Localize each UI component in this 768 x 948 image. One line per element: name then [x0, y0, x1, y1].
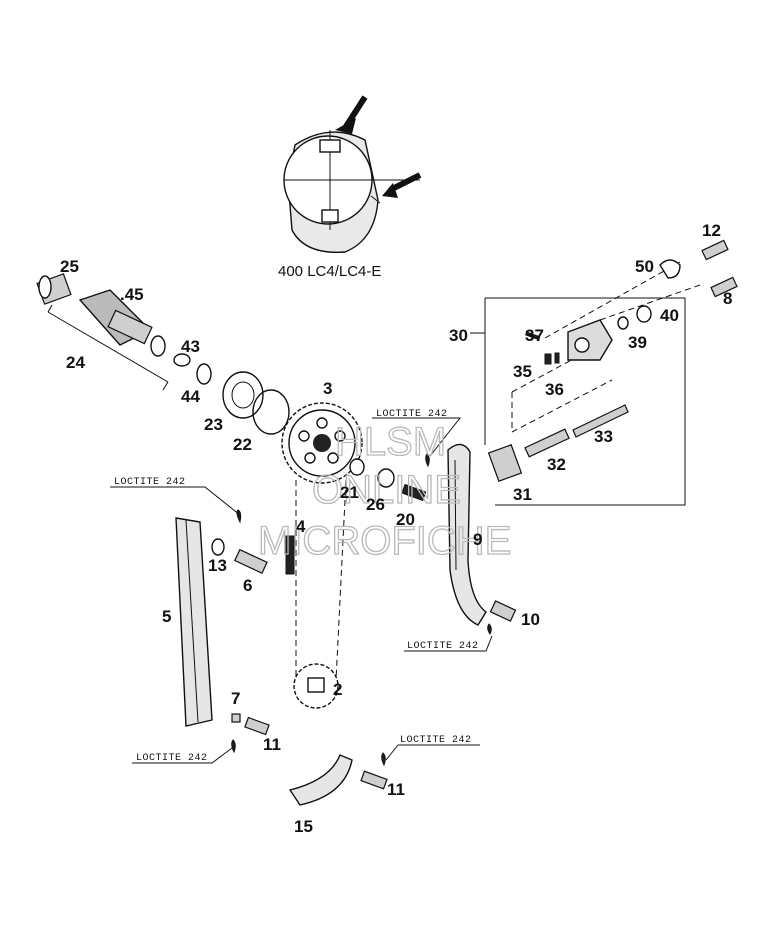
inset-caption: 400 LC4/LC4-E	[278, 263, 381, 280]
part-number: 4	[296, 517, 306, 536]
part-number: 5	[162, 607, 171, 626]
part-number: 8	[723, 289, 732, 308]
pivot-bolt	[211, 509, 268, 574]
loctite-label: LOCTITE 242	[136, 753, 208, 764]
timing-inset: 400 LC4/LC4-E	[278, 95, 422, 280]
part-number: 6	[243, 576, 252, 595]
watermark-line: HLSM	[335, 420, 446, 464]
part-number: 15	[294, 817, 313, 836]
part-number: 9	[473, 530, 482, 549]
part-number: 7	[231, 689, 240, 708]
loctite-label: LOCTITE 242	[114, 477, 186, 488]
washer-group	[349, 458, 427, 502]
part-number: 33	[594, 427, 613, 446]
arrow-icon	[382, 172, 422, 198]
part-number: 25	[60, 257, 79, 276]
part-number: 32	[547, 455, 566, 474]
lower-guide	[288, 752, 388, 806]
part-number: 20	[396, 510, 415, 529]
watermark-line: ONLINE	[312, 468, 461, 512]
part-number: 39	[628, 333, 647, 352]
part-labels: 2 3 4 5 6 7 8 9 10 11 11 12 13 15 20 21 …	[60, 221, 732, 836]
part-number: 22	[233, 435, 252, 454]
part-number: 37	[525, 326, 544, 345]
part-number: 35	[513, 362, 532, 381]
part-number: 50	[635, 257, 654, 276]
loctite-label: LOCTITE 242	[376, 409, 448, 420]
part-number: 43	[181, 337, 200, 356]
part-number: 36	[545, 380, 564, 399]
part-number: 11	[263, 735, 281, 754]
guide-rail	[175, 517, 213, 727]
crank-sprocket	[293, 663, 339, 709]
arrow-icon	[335, 95, 368, 134]
part-number: 26	[366, 495, 385, 514]
chain-path	[335, 479, 347, 681]
part-number: 13	[208, 556, 227, 575]
watermark-line: MICROFICHE	[258, 519, 511, 563]
tensioner-rail	[425, 443, 517, 635]
bearing-group	[196, 363, 290, 435]
tensioner-box	[470, 239, 738, 506]
part-number: 3	[323, 379, 332, 398]
part-number: .45	[120, 285, 144, 304]
part-number: 40	[660, 306, 679, 325]
part-number: 12	[702, 221, 721, 240]
loctite-label: LOCTITE 242	[407, 641, 479, 652]
loctite-label: LOCTITE 242	[400, 735, 472, 746]
loctite-callouts: LOCTITE 242 LOCTITE 242 LOCTITE 242 LOCT…	[110, 409, 493, 764]
chain-link	[285, 535, 295, 575]
watermark: HLSM ONLINE MICROFICHE	[257, 419, 512, 563]
part-number: 24	[66, 353, 85, 372]
part-number: 2	[333, 680, 342, 699]
part-number: 30	[449, 326, 468, 345]
lower-bolt	[231, 713, 270, 754]
part-number: 31	[513, 485, 532, 504]
part-number: 21	[340, 483, 359, 502]
part-number: 10	[521, 610, 540, 629]
part-number: 44	[181, 387, 200, 406]
camshaft-group	[36, 273, 191, 391]
part-number: 23	[204, 415, 223, 434]
part-number: 11	[387, 780, 405, 799]
camshaft-sprocket	[281, 402, 363, 484]
